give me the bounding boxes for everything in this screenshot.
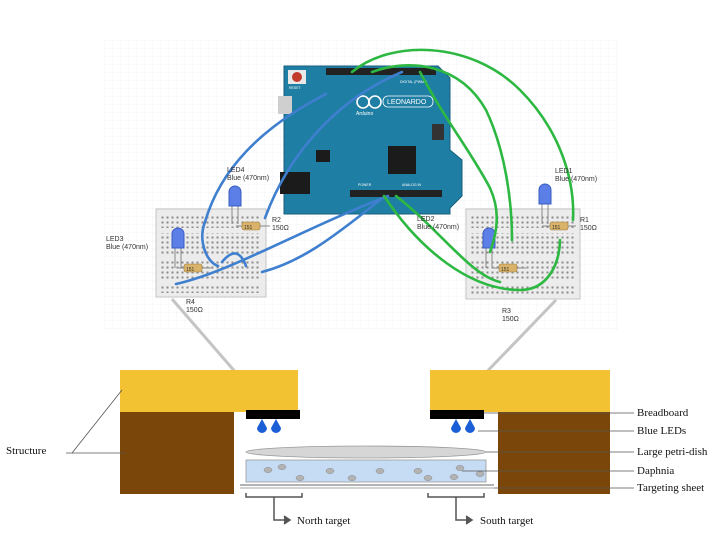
south-target-label: South target [480, 515, 533, 527]
arduino-logo [356, 95, 382, 109]
analog-label: ANALOG IN [402, 183, 422, 187]
blue-leds-label: Blue LEDs [637, 425, 686, 437]
r4-name: R4 [186, 299, 195, 306]
blue-wires [174, 70, 404, 286]
board-model-plate [382, 95, 434, 108]
board-brand: Arduino [356, 111, 373, 117]
usb-connector [278, 96, 292, 114]
north-target-marker [245, 493, 303, 525]
structure-left-top [120, 370, 298, 412]
daphnia-label: Daphnia [637, 465, 674, 477]
circuit-schematic: Arduino LEONARDO RESET DIGITAL (PWM~) PO… [104, 38, 618, 330]
arduino-board: Arduino LEONARDO RESET DIGITAL (PWM~) PO… [278, 65, 463, 215]
r2-name: R2 [272, 217, 281, 224]
breadboard-label: Breadboard [637, 407, 689, 419]
blue-leds-right [451, 419, 475, 433]
petri-dish-water [245, 459, 487, 483]
led3-name: LED3 [106, 236, 124, 243]
breadboard-bar-left [246, 410, 300, 419]
led1-name: LED1 [555, 168, 573, 175]
led3-spec: Blue (470nm) [106, 244, 148, 251]
led2-name: LED2 [417, 216, 435, 223]
structure-callout [66, 389, 126, 454]
structure-left-body [120, 412, 234, 494]
structure-right-body [498, 412, 610, 494]
led1-spec: Blue (470nm) [555, 176, 597, 183]
r3-name: R3 [502, 308, 511, 315]
led4-spec: Blue (470nm) [227, 175, 269, 182]
reset-button-cap [292, 72, 302, 82]
r2-value: 150Ω [272, 225, 289, 232]
power-header [350, 190, 442, 197]
north-target-label: North target [297, 515, 350, 527]
resistor-code-r4: 151 [186, 267, 195, 273]
breadboard-bar-right [430, 410, 484, 419]
led4-name: LED4 [227, 167, 245, 174]
power-jack [280, 172, 310, 194]
resistor-code-r2: 151 [244, 225, 253, 231]
microcontroller-chip [388, 146, 416, 174]
resistor-r2 [236, 221, 270, 231]
resistor-r4 [178, 263, 212, 273]
structure-right-top [430, 370, 610, 412]
led4-component [228, 185, 242, 224]
board-model: LEONARDO [387, 99, 427, 106]
r1-name: R1 [580, 217, 589, 224]
right-callout-lines [462, 412, 634, 489]
r3-value: 150Ω [502, 316, 519, 323]
regulator [316, 150, 330, 162]
led3-component [171, 227, 185, 268]
petri-dish-label: Large petri-dish [637, 446, 708, 458]
icsp-header [432, 124, 444, 140]
resistor-code-r3: 151 [501, 267, 510, 273]
targeting-sheet-label: Targeting sheet [637, 482, 704, 494]
power-label: POWER [358, 183, 372, 187]
reset-label: RESET [289, 86, 302, 90]
south-target-marker [427, 493, 485, 525]
digital-label: DIGITAL (PWM~) [400, 80, 427, 84]
led2-spec: Blue (470nm) [417, 224, 459, 231]
r4-value: 150Ω [186, 307, 203, 314]
blue-leds-left [257, 419, 281, 433]
led1-component [538, 183, 552, 224]
petri-dish-rim [245, 445, 487, 459]
r1-value: 150Ω [580, 225, 597, 232]
structure-label: Structure [6, 445, 46, 457]
digital-header [326, 68, 436, 75]
physical-setup: North target South target Structure Brea… [6, 370, 708, 527]
resistor-r3 [492, 263, 526, 273]
resistor-r1 [542, 221, 576, 231]
daphnia-particles [263, 464, 485, 481]
green-wires [350, 48, 575, 292]
resistor-code-r1: 151 [552, 225, 561, 231]
